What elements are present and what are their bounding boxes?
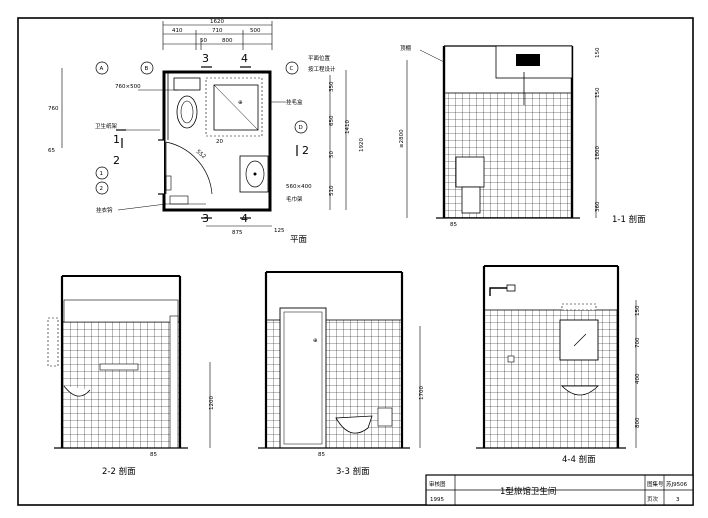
plan-section-2-right: 2 bbox=[302, 144, 309, 157]
plan-label-position: 平面位置 bbox=[308, 54, 331, 62]
plan-dim-in-20: 20 bbox=[216, 139, 223, 145]
plan-dim-b: 710 bbox=[212, 28, 223, 34]
plan-section-4-top: 4 bbox=[241, 52, 248, 65]
sec11-dim-150: 150 bbox=[595, 87, 601, 98]
plan-dim-right-1920: 1920 bbox=[359, 138, 365, 152]
plan-axis-2: 2 bbox=[100, 186, 104, 192]
plan-dim-bottom2: 125 bbox=[274, 228, 285, 234]
plan-dim-e: 800 bbox=[222, 38, 233, 44]
plan-axis-b: B bbox=[145, 66, 149, 72]
plan-dim-c: 500 bbox=[250, 28, 261, 34]
sec44-caption: 4-4 剖面 bbox=[562, 454, 596, 465]
sheet-border bbox=[17, 17, 694, 506]
plan-dim-right-1410: 1410 bbox=[345, 120, 351, 134]
plan-label-position2: 按工程设计 bbox=[308, 65, 336, 73]
sec11-dim-2800: ≥2800 bbox=[399, 129, 405, 148]
sec22-caption: 2-2 剖面 bbox=[102, 466, 136, 477]
sec22-dim-1200: 1200 bbox=[209, 396, 215, 410]
plan-dim-right-50: 50 bbox=[329, 151, 335, 158]
sec22-dim-85: 85 bbox=[150, 452, 157, 458]
sec44-dim-150: 150 bbox=[635, 305, 641, 316]
sec33-caption: 3-3 剖面 bbox=[336, 466, 370, 477]
sec44-dim-800: 800 bbox=[635, 417, 641, 428]
sec44-dim-700: 700 bbox=[635, 337, 641, 348]
plan-section-4-bot: 4 bbox=[241, 212, 248, 225]
plan-dim-bottom: 875 bbox=[232, 230, 243, 236]
title-year: 1995 bbox=[430, 497, 444, 503]
plan-label-towel: 毛巾架 bbox=[286, 195, 303, 203]
title-main: 1型旅馆卫生间 bbox=[500, 486, 556, 497]
plan-axis-c: C bbox=[290, 66, 294, 72]
sec11-dim-85: 85 bbox=[450, 222, 457, 228]
plan-dim-right-510: 510 bbox=[329, 185, 335, 196]
sec44-dim-400: 400 bbox=[635, 373, 641, 384]
plan-label-wc: 760×500 bbox=[115, 84, 141, 90]
sec11-dim-top: 150 bbox=[595, 47, 601, 58]
sec11-caption: 1-1 剖面 bbox=[612, 214, 646, 225]
title-page-label: 页次 bbox=[647, 495, 659, 503]
plan-dim-right-650: 650 bbox=[329, 115, 335, 126]
plan-dim-left-65: 65 bbox=[48, 148, 55, 154]
plan-label-basin: 560×400 bbox=[286, 184, 312, 190]
plan-section-3-top: 3 bbox=[202, 52, 209, 65]
plan-dim-a: 410 bbox=[172, 28, 183, 34]
sec11-label-top: 顶棚 bbox=[400, 44, 412, 52]
plan-dim-total: 1620 bbox=[210, 19, 224, 25]
title-page-no: 3 bbox=[676, 497, 680, 503]
title-atlas-no: 苏J9506 bbox=[666, 480, 688, 488]
title-block: 审核图 1995 1型旅馆卫生间 图集号 苏J9506 页次 3 bbox=[425, 474, 694, 506]
plan-label-hook: 挂毛盒 bbox=[286, 98, 303, 106]
plan-section-1: 1 bbox=[113, 133, 120, 146]
plan-dim-right-350: 350 bbox=[329, 81, 335, 92]
plan-dim-d: 50 bbox=[200, 38, 207, 44]
plan-view: 1620 410 710 500 50 800 ⊕ 20 552 bbox=[48, 19, 365, 245]
sec11-dim-360: 360 bbox=[595, 201, 601, 212]
title-atlas-label: 图集号 bbox=[647, 480, 664, 488]
sec11-dim-1800: 1800 bbox=[595, 146, 601, 160]
svg-text:⊕: ⊕ bbox=[313, 338, 318, 344]
section-1-1: 顶棚 ≥2800 1800 360 150 150 85 1-1 剖面 bbox=[399, 44, 646, 228]
svg-text:⊕: ⊕ bbox=[238, 100, 243, 106]
section-2-2: 1200 85 2-2 剖面 bbox=[47, 275, 215, 477]
plan-dim-left-760: 760 bbox=[48, 106, 59, 112]
plan-axis-1: 1 bbox=[100, 171, 104, 177]
plan-section-2-left: 2 bbox=[113, 154, 120, 167]
plan-section-3-bot: 3 bbox=[202, 212, 209, 225]
plan-axis-a: A bbox=[100, 66, 104, 72]
plan-label-hanger: 挂衣钩 bbox=[96, 206, 113, 214]
plan-dim-in-552: 552 bbox=[195, 149, 207, 160]
section-3-3: ⊕ 1700 85 3-3 剖面 bbox=[258, 271, 425, 477]
section-4-4: 150 700 400 800 4-4 剖面 bbox=[476, 265, 641, 465]
plan-label-paper: 卫生纸架 bbox=[95, 122, 118, 130]
sec33-dim-85: 85 bbox=[318, 452, 325, 458]
sec33-dim-1700: 1700 bbox=[419, 386, 425, 400]
plan-caption: 平面 bbox=[290, 235, 308, 245]
title-review-label: 审核图 bbox=[429, 480, 446, 488]
plan-axis-d: D bbox=[299, 125, 303, 131]
